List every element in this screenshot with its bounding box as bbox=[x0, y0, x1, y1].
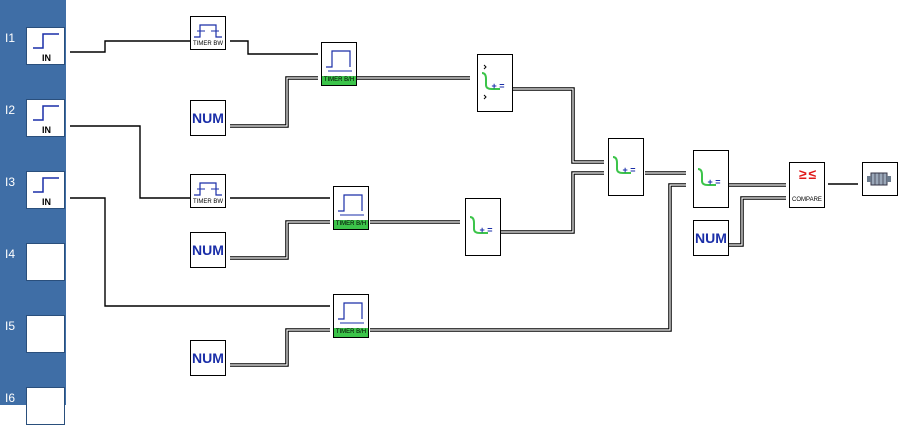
input-label-i1: I1 bbox=[5, 31, 16, 45]
wire bbox=[70, 125, 190, 199]
wire bbox=[70, 40, 190, 53]
step-signal-icon bbox=[33, 33, 59, 49]
adder-block-1[interactable]: + = bbox=[477, 54, 513, 112]
pulse-timer-icon bbox=[194, 24, 222, 38]
num-block-3[interactable]: NUM bbox=[190, 340, 226, 376]
pulse-timer-icon bbox=[194, 182, 222, 196]
step-signal-icon bbox=[33, 177, 59, 193]
num-label: NUM bbox=[695, 230, 727, 246]
timer-bm-caption: TIMER B/H bbox=[334, 328, 368, 337]
input-label-i5: I5 bbox=[5, 319, 16, 333]
timer-bw-caption: TIMER BW bbox=[193, 199, 223, 205]
num-block-1[interactable]: NUM bbox=[190, 100, 226, 136]
pulse-timer-icon bbox=[338, 302, 364, 324]
input-label-i4: I4 bbox=[5, 247, 16, 261]
compare-symbol: ≥ ≤ bbox=[798, 166, 816, 182]
wire bbox=[230, 40, 318, 55]
timer-bm-caption: TIMER B/H bbox=[322, 76, 356, 85]
adder-block-2[interactable]: + = bbox=[465, 198, 501, 256]
motor-icon bbox=[867, 172, 891, 186]
input-label-i6: I6 bbox=[5, 391, 16, 405]
output-block[interactable] bbox=[862, 162, 898, 196]
timer-bw-block-2[interactable]: TIMER BW bbox=[190, 174, 226, 208]
wire bbox=[70, 197, 330, 307]
input-slot-i2[interactable]: IN bbox=[26, 99, 65, 137]
adder-icon bbox=[481, 64, 500, 100]
compare-caption: COMPARE bbox=[792, 197, 822, 203]
timer-bm-block-2[interactable]: TIMER B/H bbox=[333, 186, 369, 230]
timer-bw-block-1[interactable]: TIMER BW bbox=[190, 16, 226, 50]
pulse-timer-icon bbox=[338, 194, 364, 216]
num-label: NUM bbox=[192, 242, 224, 258]
adder-block-4[interactable]: + = bbox=[693, 150, 729, 208]
pulse-timer-icon bbox=[326, 50, 352, 72]
compare-block[interactable]: ≥ ≤ COMPARE bbox=[789, 162, 825, 208]
input-label-i3: I3 bbox=[5, 175, 16, 189]
timer-bw-caption: TIMER BW bbox=[193, 41, 223, 47]
adder-symbol: + = bbox=[622, 165, 636, 175]
adder-icon bbox=[612, 156, 631, 174]
adder-symbol: + = bbox=[491, 81, 505, 91]
timer-bm-block-1[interactable]: TIMER B/H bbox=[321, 42, 357, 86]
num-label: NUM bbox=[192, 350, 224, 366]
adder-symbol: + = bbox=[707, 177, 721, 187]
num-block-4[interactable]: NUM bbox=[693, 220, 729, 256]
input-slot-i4[interactable] bbox=[26, 243, 65, 281]
step-signal-icon bbox=[33, 105, 59, 121]
input-type-i2: IN bbox=[42, 125, 51, 135]
input-slot-i3[interactable]: IN bbox=[26, 171, 65, 209]
input-slot-i1[interactable]: IN bbox=[26, 27, 65, 65]
input-sidebar: I1 IN I2 IN I3 IN I4 I5 I6 bbox=[0, 0, 66, 425]
adder-icon bbox=[697, 168, 716, 186]
timer-bm-caption: TIMER B/H bbox=[334, 220, 368, 229]
num-block-2[interactable]: NUM bbox=[190, 232, 226, 268]
timer-bm-block-3[interactable]: TIMER B/H bbox=[333, 294, 369, 338]
adder-icon bbox=[469, 216, 488, 234]
input-type-i1: IN bbox=[42, 53, 51, 63]
adder-symbol: + = bbox=[479, 225, 493, 235]
input-type-i3: IN bbox=[42, 197, 51, 207]
adder-block-3[interactable]: + = bbox=[608, 138, 644, 196]
num-label: NUM bbox=[192, 110, 224, 126]
input-slot-i5[interactable] bbox=[26, 315, 65, 353]
input-label-i2: I2 bbox=[5, 103, 16, 117]
wiring-canvas bbox=[70, 40, 858, 367]
